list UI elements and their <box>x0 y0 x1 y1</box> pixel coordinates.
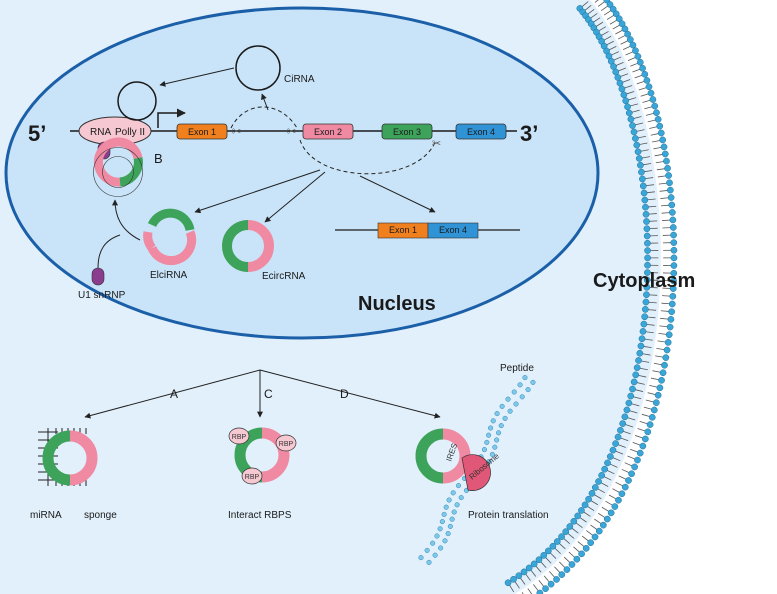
linear-exon-1: Exon 1 <box>377 222 429 239</box>
svg-text:Exon 4: Exon 4 <box>439 225 467 235</box>
rbp-right: RBP <box>275 434 297 452</box>
svg-text:Exon 1: Exon 1 <box>188 127 216 137</box>
transcription-start-arrow <box>157 108 186 128</box>
svg-text:Exon 2: Exon 2 <box>314 127 342 137</box>
nucleus-label: Nucleus <box>358 293 436 315</box>
exon-1: Exon 1 <box>176 123 228 140</box>
interact-rbps-label: Interact RBPS <box>228 510 292 521</box>
rna-pol-label-a: RNA <box>90 127 111 138</box>
mirna-sponge-ring <box>38 428 98 486</box>
svg-text:RBP: RBP <box>245 474 260 481</box>
exon-4: Exon 4 <box>455 123 507 140</box>
back-splice-loop <box>299 139 437 175</box>
cirna-arrow <box>159 67 235 87</box>
exon-3: Exon 3 <box>381 123 433 140</box>
arrow-path-a <box>84 369 261 419</box>
path-d-label: D <box>340 387 349 401</box>
cirna-circle <box>235 45 281 91</box>
u1-curve <box>97 234 121 269</box>
elcirna-label: ElciRNA <box>150 270 188 281</box>
sponge-label: sponge <box>84 510 117 521</box>
exon-2: Exon 2 <box>302 123 354 140</box>
scissors-icon-2: ✂ <box>287 126 296 138</box>
five-prime-label: 5’ <box>28 121 46 146</box>
mirna-label: miRNA <box>30 510 62 521</box>
marker-b: B <box>154 151 163 166</box>
u1-snrnp-icon <box>91 267 105 286</box>
nucleus <box>4 6 600 340</box>
arrow-path-d <box>259 369 441 419</box>
cell-membrane <box>504 0 678 594</box>
scissors-icon: ✂ <box>232 126 241 138</box>
rna-pol-label-b: Polly II <box>115 127 145 138</box>
ecircrna-ring <box>222 220 274 272</box>
elcirna-ring <box>143 208 197 266</box>
lariat-circle <box>117 81 157 121</box>
cirna-label: CiRNA <box>284 74 315 85</box>
protein-translation-label: Protein translation <box>468 510 549 521</box>
svg-text:Exon 4: Exon 4 <box>467 127 495 137</box>
rbp-bottom: RBP <box>241 467 263 485</box>
cytoplasm-label: Cytoplasm <box>593 270 695 292</box>
path-c-label: C <box>264 387 273 401</box>
ecircrna-label: EcircRNA <box>262 271 306 282</box>
u1-label: U1 snRNP <box>78 290 126 301</box>
svg-text:Exon 1: Exon 1 <box>389 225 417 235</box>
scissors-icon-3: ✂ <box>432 138 441 150</box>
rbp-top: RBP <box>228 427 250 445</box>
linear-exon-4: Exon 4 <box>427 222 479 239</box>
svg-text:RBP: RBP <box>279 441 294 448</box>
arrow-to-ecircrna <box>264 171 326 223</box>
arrow-to-linear <box>359 175 436 213</box>
peptide-label: Peptide <box>500 363 534 374</box>
svg-text:RBP: RBP <box>232 434 247 441</box>
elcirna-bound-ring <box>93 137 143 197</box>
arrow-to-elcirna <box>194 169 321 214</box>
three-prime-label: 3’ <box>520 121 538 146</box>
intron-loop-1 <box>230 106 298 129</box>
path-a-label: A <box>170 387 178 401</box>
svg-text:Exon 3: Exon 3 <box>393 127 421 137</box>
elcirna-return-arrow <box>112 199 141 241</box>
